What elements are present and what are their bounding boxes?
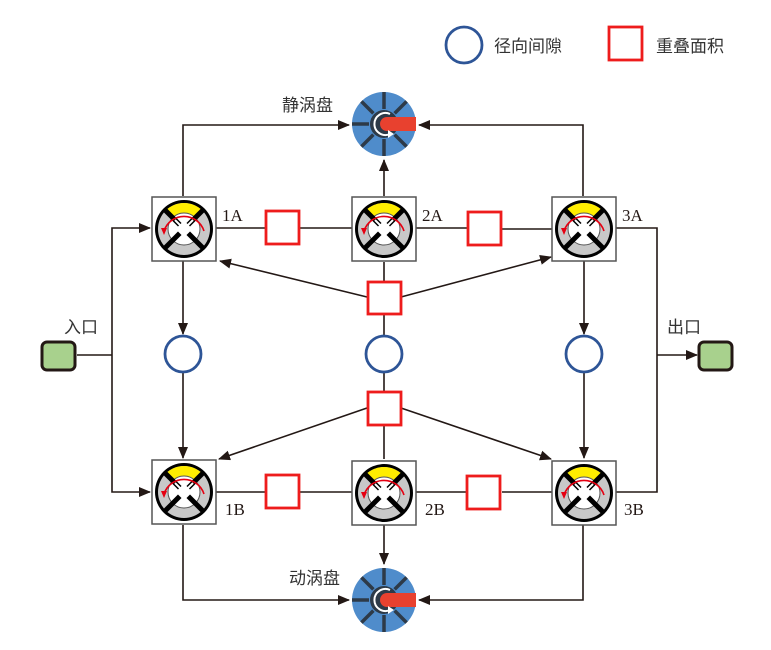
chamber-icon: [152, 197, 216, 261]
chamber-label: 1A: [222, 206, 244, 225]
fixed-scroll-icon: [350, 90, 418, 158]
chamber-label: 2B: [425, 500, 445, 519]
chamber-icon: [152, 460, 216, 524]
overlap-area-lower-center: [366, 390, 403, 427]
legend-overlap-area-icon: [607, 25, 644, 62]
chamber-1A: 1A: [152, 197, 244, 261]
inlet-label: 入口: [64, 318, 98, 338]
inlet-port: 入口: [40, 318, 98, 372]
chamber-icon: [552, 197, 616, 261]
edge-1A-fixed: [182, 120, 350, 196]
chamber-icon: [552, 461, 616, 525]
overlap-area-nodes: [264, 209, 503, 511]
connection-lines: [77, 120, 698, 605]
chamber-label: 3B: [624, 500, 644, 519]
edge-inlet-1B: [111, 355, 151, 497]
edge-ov-1B-diag: [218, 407, 368, 461]
chamber-label: 3A: [622, 206, 644, 225]
overlap-area-1A-2A: [264, 209, 301, 246]
overlap-area-upper-center: [366, 280, 403, 316]
inlet-port-icon: [40, 340, 77, 372]
chamber-1B: 1B: [152, 460, 245, 524]
edge-3B-orbiting: [418, 525, 584, 605]
outlet-port: 出口: [667, 318, 734, 372]
radial-gap-center: [364, 334, 404, 374]
edge-3A-fixed: [418, 120, 584, 196]
radial-gap-right: [564, 334, 604, 374]
chamber-label: 1B: [225, 500, 245, 519]
fixed-scroll-label: 静涡盘: [282, 96, 333, 116]
chamber-2A: 2A: [352, 197, 444, 261]
legend: 径向间隙 重叠面积: [444, 25, 724, 65]
outlet-label: 出口: [667, 318, 701, 338]
radial-gap-left: [163, 334, 203, 374]
overlap-area-1B-2B: [264, 473, 301, 510]
edge-3B-outlet: [616, 355, 658, 493]
edge-inlet-1A: [111, 223, 151, 355]
chamber-3B: 3B: [552, 461, 644, 525]
legend-radial-gap-label: 径向间隙: [494, 37, 562, 57]
edge-ov-3B-diag: [400, 407, 552, 461]
edge-3A-outlet: [616, 227, 658, 355]
radial-gap-nodes: [163, 334, 604, 374]
edge-ov-3A-diag: [400, 255, 552, 298]
chamber-3A: 3A: [552, 197, 644, 261]
orbiting-scroll-icon: [350, 566, 418, 634]
legend-radial-gap-icon: [444, 25, 484, 65]
chamber-icon: [352, 461, 416, 525]
outlet-port-icon: [697, 340, 734, 372]
overlap-area-2B-3B: [465, 474, 502, 511]
chamber-2B: 2B: [352, 461, 445, 525]
legend-overlap-area-label: 重叠面积: [656, 37, 724, 57]
orbiting-scroll-label: 动涡盘: [289, 569, 340, 589]
overlap-area-2A-3A: [466, 210, 503, 247]
edge-ov-1A-diag: [219, 258, 368, 298]
chamber-label: 2A: [422, 206, 444, 225]
fixed-scroll-node: 静涡盘: [282, 90, 418, 158]
edge-1B-orbiting: [182, 525, 350, 605]
orbiting-scroll-node: 动涡盘: [289, 566, 418, 634]
chamber-icon: [352, 197, 416, 261]
